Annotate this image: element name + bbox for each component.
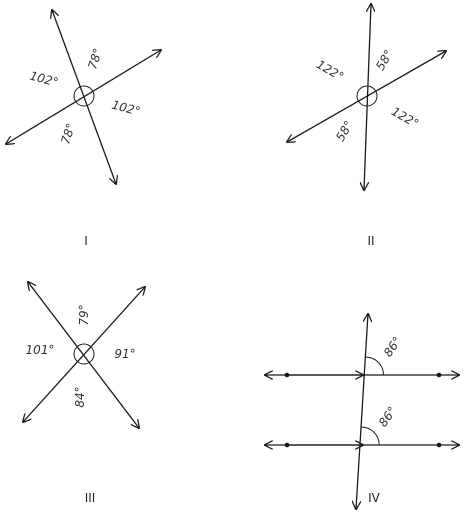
panel-4: 86° 86° IV bbox=[265, 314, 459, 509]
panel-3-line-b bbox=[23, 287, 145, 422]
panel-3-angle-top: 79° bbox=[77, 304, 91, 325]
panel-1-angle-top: 78° bbox=[85, 46, 105, 71]
panel-4-upper-angle: 86° bbox=[381, 334, 405, 359]
panel-4-upper-angle-arc bbox=[365, 356, 384, 376]
panel-3-angle-bottom: 84° bbox=[73, 386, 87, 407]
panel-4-upper-left-dot bbox=[284, 372, 290, 378]
panel-2-angle-right: 122° bbox=[389, 104, 421, 131]
panel-2: 122° 58° 122° 58° II bbox=[287, 4, 446, 248]
panel-2-caption: II bbox=[367, 234, 374, 248]
panel-3-angle-marker bbox=[73, 343, 95, 365]
panel-2-angle-bottom: 58° bbox=[333, 118, 356, 143]
panel-1: 102° 78° 102° 78° I bbox=[6, 10, 161, 248]
panel-4-caption: IV bbox=[368, 491, 381, 505]
panel-4-lower-right-dot bbox=[436, 442, 442, 448]
panel-4-upper-right-dot bbox=[436, 372, 442, 378]
panel-1-caption: I bbox=[84, 234, 88, 248]
panel-3-angle-right: 91° bbox=[114, 347, 135, 361]
panel-2-angle-left: 122° bbox=[314, 57, 346, 84]
panel-3-angle-left: 101° bbox=[26, 343, 55, 357]
panel-2-angle-marker bbox=[356, 85, 378, 107]
panel-1-angle-left: 102° bbox=[28, 69, 60, 90]
panel-4-lower-angle: 86° bbox=[376, 404, 400, 429]
panel-4-transversal bbox=[356, 314, 368, 509]
panel-1-line-b bbox=[6, 50, 161, 144]
panel-3-caption: III bbox=[85, 491, 96, 505]
panel-4-lower-left-dot bbox=[284, 442, 290, 448]
panel-2-line-b bbox=[287, 51, 446, 142]
panel-3: 101° 79° 91° 84° III bbox=[23, 282, 145, 505]
panel-4-lower-angle-arc bbox=[361, 426, 380, 446]
panel-2-angle-top: 58° bbox=[373, 47, 396, 72]
panel-1-angle-marker bbox=[73, 85, 95, 107]
panel-1-angle-right: 102° bbox=[110, 98, 142, 119]
panel-1-angle-bottom: 78° bbox=[58, 121, 78, 146]
